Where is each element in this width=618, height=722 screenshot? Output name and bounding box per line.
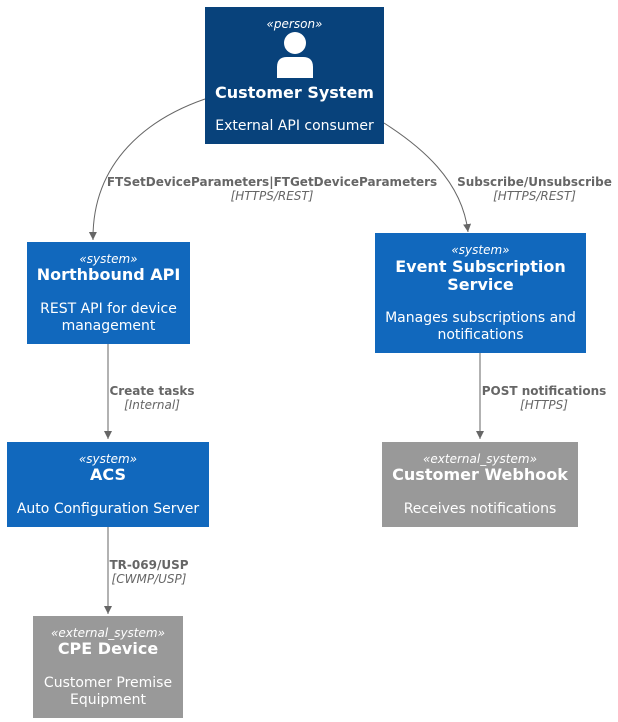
edge-label-technology: [HTTPS]	[520, 398, 568, 412]
event-subscription-title-line-1: Event Subscription	[395, 257, 566, 276]
northbound-api-description-line-2: management	[61, 318, 156, 334]
edge-label-northbound-to-acs: Create tasks [Internal]	[109, 384, 195, 412]
customer-system-description: External API consumer	[215, 118, 374, 134]
edge-label-technology: [HTTPS/REST]	[230, 189, 314, 203]
edge-customer-to-northbound	[88, 98, 206, 241]
edge-label-technology: [HTTPS/REST]	[493, 189, 576, 203]
event-subscription-description-line-2: notifications	[437, 327, 524, 343]
acs-node: «system» ACS Auto Configuration Server	[7, 442, 209, 527]
customer-webhook-title: Customer Webhook	[392, 465, 568, 484]
northbound-api-description-line-1: REST API for device	[40, 301, 177, 317]
person-icon	[277, 32, 313, 78]
event-subscription-description-line-1: Manages subscriptions and	[385, 310, 576, 326]
customer-webhook-description: Receives notifications	[403, 501, 557, 517]
edge-label-text: FTSetDeviceParameters|FTGetDeviceParamet…	[106, 175, 438, 189]
northbound-api-node: «system» Northbound API REST API for dev…	[27, 242, 190, 344]
customer-webhook-node: «external_system» Customer Webhook Recei…	[382, 442, 578, 527]
cpe-device-description-line-2: Equipment	[70, 692, 146, 708]
customer-system-stereotype: «person»	[266, 17, 323, 31]
acs-description: Auto Configuration Server	[16, 501, 200, 517]
cpe-device-title: CPE Device	[57, 639, 159, 658]
northbound-api-stereotype: «system»	[79, 252, 138, 266]
edge-label-technology: [Internal]	[124, 398, 180, 412]
edge-label-customer-to-event: Subscribe/Unsubscribe [HTTPS/REST]	[457, 175, 612, 203]
event-subscription-title-line-2: Service	[447, 275, 514, 294]
cpe-device-description-line-1: Customer Premise	[43, 675, 173, 691]
cpe-device-node: «external_system» CPE Device Customer Pr…	[33, 616, 183, 718]
edge-label-text: POST notifications	[481, 384, 607, 398]
edge-label-acs-to-cpe: TR-069/USP [CWMP/USP]	[109, 558, 189, 586]
edge-label-text: Create tasks	[109, 384, 195, 398]
edge-label-technology: [CWMP/USP]	[111, 572, 187, 586]
edge-label-customer-to-northbound: FTSetDeviceParameters|FTGetDeviceParamet…	[106, 175, 438, 203]
customer-system-title: Customer System	[215, 83, 374, 102]
cpe-device-stereotype: «external_system»	[51, 626, 165, 640]
edge-customer-to-event	[383, 122, 472, 233]
acs-stereotype: «system»	[78, 452, 138, 466]
event-subscription-stereotype: «system»	[451, 243, 510, 257]
edge-label-text: TR-069/USP	[109, 558, 189, 572]
customer-system-node: «person» Customer System External API co…	[205, 7, 384, 144]
edge-label-text: Subscribe/Unsubscribe	[457, 175, 612, 189]
customer-webhook-stereotype: «external_system»	[423, 452, 537, 466]
edge-label-event-to-webhook: POST notifications [HTTPS]	[481, 384, 607, 412]
northbound-api-title: Northbound API	[36, 265, 181, 284]
event-subscription-service-node: «system» Event Subscription Service Mana…	[375, 233, 586, 353]
acs-title: ACS	[90, 465, 126, 484]
